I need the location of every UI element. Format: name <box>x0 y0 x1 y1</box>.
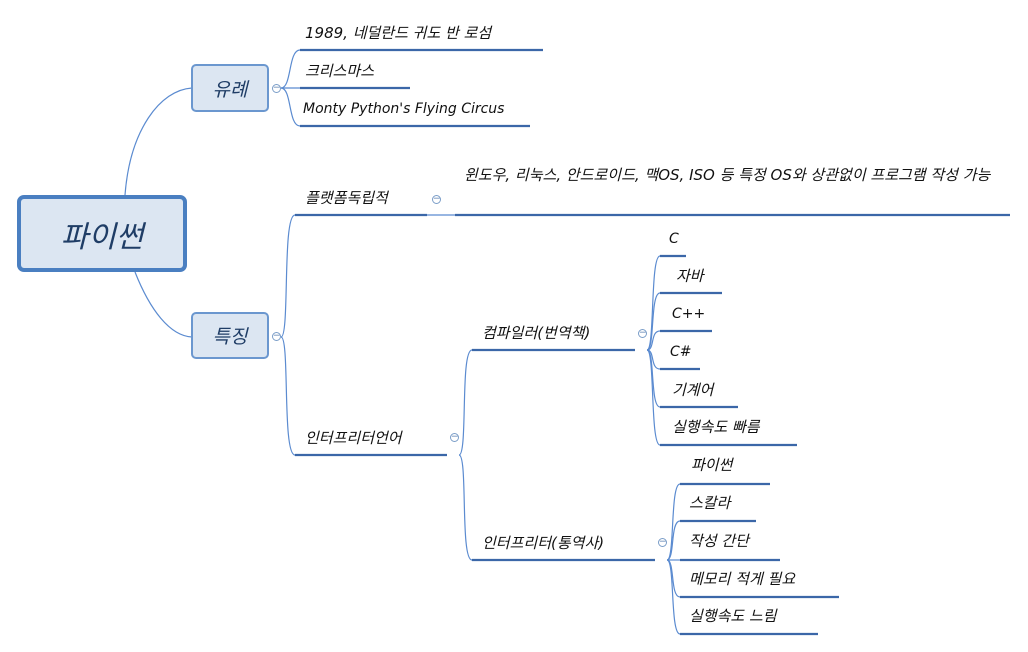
interpreter-item-less-memory[interactable]: 메모리 적게 필요 <box>689 570 796 588</box>
compiler-item-cpp[interactable]: C++ <box>672 306 706 322</box>
interpreter-item-slow[interactable]: 실행속도 느림 <box>689 607 777 625</box>
node-origin[interactable]: 유례 <box>191 64 269 112</box>
root-node[interactable]: 파이썬 <box>17 195 187 272</box>
compiler-item-machine-language[interactable]: 기계어 <box>672 381 714 399</box>
interpreter-item-scala[interactable]: 스칼라 <box>689 494 731 512</box>
node-platform[interactable]: 플랫폼독립적 <box>305 189 388 207</box>
interpreter-item-easy[interactable]: 작성 간단 <box>689 532 749 550</box>
collapse-minus-icon[interactable]: − <box>272 331 281 341</box>
platform-detail[interactable]: 윈도우, 리눅스, 안드로이드, 맥OS, ISO 등 특정 OS와 상관없이 … <box>464 166 991 184</box>
compiler-item-fast[interactable]: 실행속도 빠름 <box>672 418 760 436</box>
compiler-item-c[interactable]: C <box>669 231 679 247</box>
node-origin-label: 유례 <box>212 78 248 101</box>
collapse-minus-icon[interactable]: − <box>432 194 441 204</box>
interpreter-item-python[interactable]: 파이썬 <box>691 456 733 474</box>
node-features-label: 특징 <box>212 326 248 348</box>
collapse-minus-icon[interactable]: − <box>658 537 667 547</box>
node-compiler[interactable]: 컴파일러(번역책) <box>482 324 591 342</box>
origin-item-2[interactable]: 크리스마스 <box>305 62 375 80</box>
compiler-item-java[interactable]: 자바 <box>676 267 704 285</box>
collapse-minus-icon[interactable]: − <box>638 328 647 338</box>
root-node-label: 파이썬 <box>60 219 144 255</box>
origin-item-3[interactable]: Monty Python's Flying Circus <box>303 101 505 117</box>
collapse-minus-icon[interactable]: − <box>272 83 281 93</box>
compiler-item-csharp[interactable]: C# <box>670 344 692 360</box>
origin-item-1[interactable]: 1989, 네덜란드 귀도 반 로섬 <box>305 24 492 42</box>
node-interpreter-language[interactable]: 인터프리터언어 <box>305 429 402 447</box>
node-interpreter[interactable]: 인터프리터(통역사) <box>482 534 605 552</box>
collapse-minus-icon[interactable]: − <box>450 432 459 442</box>
node-features[interactable]: 특징 <box>191 312 269 359</box>
